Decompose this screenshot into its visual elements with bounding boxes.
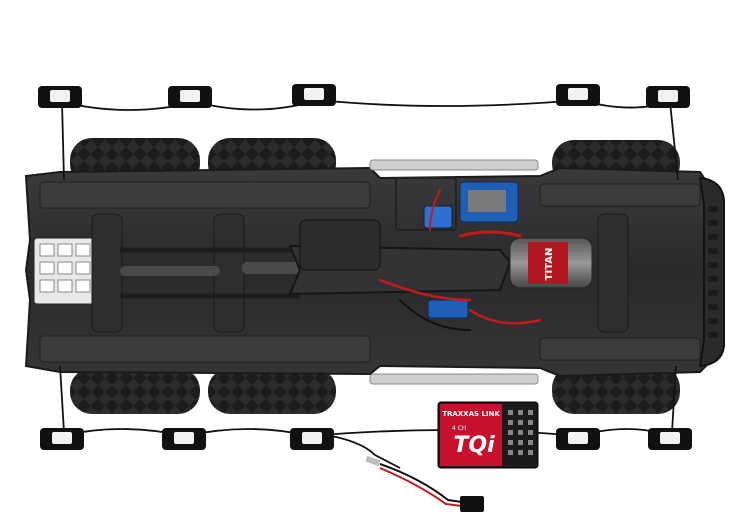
receiver: TRAXXAS LINK 4 CH TQi: [437, 401, 539, 469]
led-pod-top-2: [168, 86, 212, 108]
esc-heatsink: [468, 190, 506, 212]
servo-blue: [423, 205, 453, 229]
harness-left-drop: [59, 101, 65, 433]
connector-pin: [365, 455, 381, 467]
led-pod-bottom-3: [290, 428, 334, 450]
servo-plug: [460, 496, 484, 512]
front-light-cells: [39, 243, 91, 293]
led-pod-bottom-1: [40, 428, 84, 450]
lead-wire-red: [379, 467, 463, 507]
led-pod-top-4: [556, 84, 600, 106]
led-pod-bottom-5: [648, 428, 692, 450]
side-bar-top: [369, 159, 539, 171]
connector-lead: [365, 455, 484, 512]
rear-frame-rail-right: [539, 337, 701, 361]
led-pod-top-1: [38, 86, 82, 108]
receiver-pins: [508, 410, 533, 455]
led-pod-top-3: [292, 84, 336, 106]
tire-middle-right: [208, 368, 336, 414]
receiver-brand-text: TRAXXAS LINK: [442, 410, 500, 418]
left-frame-rail: [39, 181, 371, 209]
right-frame-rail: [39, 335, 371, 363]
internal-wiring: [378, 189, 542, 331]
tire-rear-right: [552, 366, 680, 414]
electronics: TITAN: [395, 177, 593, 319]
esc-bottom-board: [427, 299, 469, 319]
rear-frame-rail-left: [539, 183, 701, 207]
rear-axle: [597, 213, 629, 333]
side-bar-bottom: [369, 373, 539, 385]
led-pod-top-5: [646, 86, 690, 108]
driveshaft-front: [120, 266, 220, 276]
receiver-label-area: [440, 404, 502, 466]
motor-label: [528, 242, 568, 284]
transmission: [299, 219, 381, 271]
battery-tray: [395, 177, 457, 231]
driveshaft-middle: [242, 262, 302, 274]
rear-bumper-slots: [708, 206, 718, 338]
led-pod-bottom-4: [556, 428, 600, 450]
harness-right-drop: [669, 101, 679, 433]
receiver-model-text: TQi: [453, 433, 495, 458]
motor-brand-text: TITAN: [544, 248, 555, 281]
receiver-channels-text: 4 CH: [452, 425, 466, 432]
lead-wire-black: [379, 463, 463, 503]
tire-front-right: [70, 368, 200, 414]
chassis: [24, 159, 725, 385]
rear-bumper: [698, 176, 725, 368]
led-lights: [38, 84, 692, 450]
led-pod-bottom-2: [162, 428, 206, 450]
front-axle: [91, 213, 123, 333]
